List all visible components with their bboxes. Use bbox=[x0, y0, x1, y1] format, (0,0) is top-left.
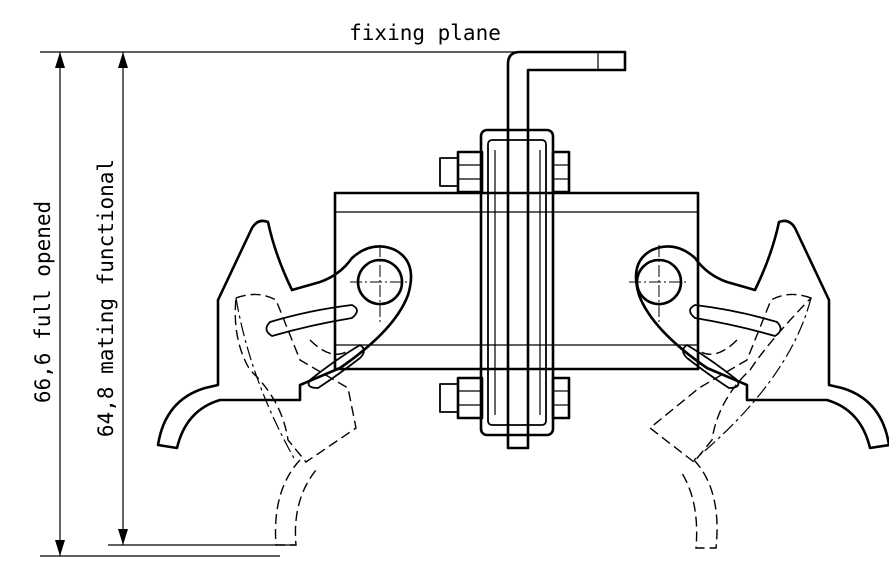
mating-functional-dimension-label: 64,8 mating functional bbox=[94, 159, 118, 437]
full-opened-dimension-label: 66,6 full opened bbox=[31, 201, 55, 403]
fixing-bracket bbox=[506, 50, 627, 450]
dimension-lines bbox=[40, 51, 625, 557]
right-latch-open-position bbox=[648, 293, 813, 549]
fixing-plane-label: fixing plane bbox=[349, 21, 501, 45]
upper-bolt bbox=[439, 150, 571, 194]
left-latch-open-position bbox=[234, 293, 357, 546]
clamping-plates bbox=[479, 128, 555, 437]
housing-body bbox=[333, 191, 700, 371]
lower-bolt bbox=[439, 376, 571, 420]
left-latch bbox=[156, 219, 413, 450]
